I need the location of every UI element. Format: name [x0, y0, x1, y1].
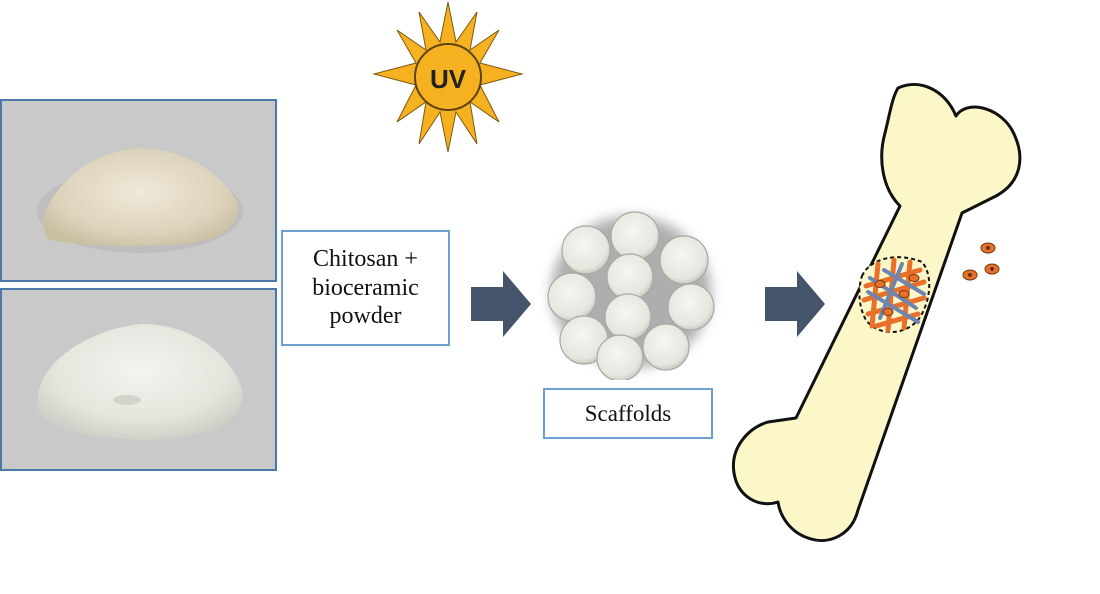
material-line-2: bioceramic: [312, 274, 419, 301]
process-arrow-1-icon: [471, 271, 531, 337]
uv-label: UV: [430, 64, 467, 94]
chitosan-powder-photo: [0, 99, 277, 282]
material-line-3: powder: [329, 303, 402, 330]
scaffolds-label-box: Scaffolds: [543, 388, 713, 439]
uv-sun-icon: UV: [372, 2, 524, 152]
bone-illustration-icon: [730, 78, 1070, 548]
scaffolds-photo: [536, 200, 726, 380]
material-line-1: Chitosan +: [313, 245, 418, 272]
scaffolds-label: Scaffolds: [584, 400, 672, 426]
bioceramic-powder-photo: [0, 288, 277, 471]
bone-cells: [962, 242, 1000, 281]
scaffold-implant: [858, 256, 931, 333]
material-label-box: Chitosan + bioceramic powder: [281, 230, 450, 346]
process-arrow-2-icon: [765, 271, 825, 337]
